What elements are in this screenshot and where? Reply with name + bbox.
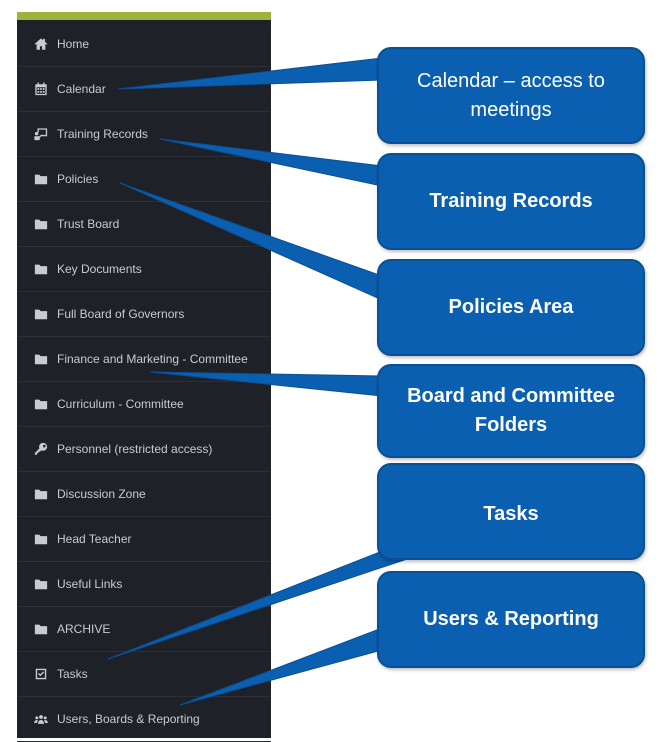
sidebar-item-label: Policies bbox=[57, 172, 99, 186]
training-records-icon bbox=[33, 126, 49, 142]
key-icon bbox=[33, 441, 49, 457]
sidebar-item-label: Training Records bbox=[57, 127, 148, 141]
sidebar-item-curriculum-committee[interactable]: Curriculum - Committee bbox=[17, 382, 271, 427]
sidebar-item-useful-links[interactable]: Useful Links bbox=[17, 562, 271, 607]
sidebar-menu: Home Calendar Training Records Policies … bbox=[17, 22, 271, 742]
sidebar-item-label: ARCHIVE bbox=[57, 622, 111, 636]
sidebar-item-label: Calendar bbox=[57, 82, 106, 96]
callout-users-reporting: Users & Reporting bbox=[377, 571, 645, 668]
sidebar-item-users-boards-reporting[interactable]: Users, Boards & Reporting bbox=[17, 697, 271, 742]
folder-icon bbox=[33, 171, 49, 187]
folder-icon bbox=[33, 261, 49, 277]
callout-training-records: Training Records bbox=[377, 153, 645, 250]
sidebar-item-tasks[interactable]: Tasks bbox=[17, 652, 271, 697]
sidebar-item-home[interactable]: Home bbox=[17, 22, 271, 67]
callout-calendar: Calendar – access to meetings bbox=[377, 47, 645, 144]
sidebar-item-label: Finance and Marketing - Committee bbox=[57, 352, 248, 366]
sidebar-item-personnel[interactable]: Personnel (restricted access) bbox=[17, 427, 271, 472]
sidebar-accent-bar bbox=[17, 12, 271, 20]
folder-icon bbox=[33, 351, 49, 367]
sidebar-item-discussion-zone[interactable]: Discussion Zone bbox=[17, 472, 271, 517]
checkbox-icon bbox=[33, 666, 49, 682]
sidebar-item-label: Home bbox=[57, 37, 90, 51]
home-icon bbox=[33, 36, 49, 52]
folder-icon bbox=[33, 306, 49, 322]
folder-icon bbox=[33, 621, 49, 637]
folder-icon bbox=[33, 576, 49, 592]
folder-icon bbox=[33, 531, 49, 547]
sidebar-item-label: Users, Boards & Reporting bbox=[57, 712, 200, 726]
sidebar-item-label: Head Teacher bbox=[57, 532, 132, 546]
sidebar-item-label: Key Documents bbox=[57, 262, 142, 276]
sidebar-item-label: Useful Links bbox=[57, 577, 123, 591]
sidebar-item-label: Full Board of Governors bbox=[57, 307, 185, 321]
callout-tasks: Tasks bbox=[377, 463, 645, 560]
callout-policies-area: Policies Area bbox=[377, 259, 645, 356]
sidebar-item-label: Personnel (restricted access) bbox=[57, 442, 213, 456]
users-icon bbox=[33, 711, 49, 727]
folder-icon bbox=[33, 216, 49, 232]
sidebar: Home Calendar Training Records Policies … bbox=[17, 12, 271, 742]
folder-icon bbox=[33, 396, 49, 412]
sidebar-item-head-teacher[interactable]: Head Teacher bbox=[17, 517, 271, 562]
sidebar-item-label: Discussion Zone bbox=[57, 487, 146, 501]
callout-board-committee-folders: Board and Committee Folders bbox=[377, 364, 645, 458]
sidebar-item-policies[interactable]: Policies bbox=[17, 157, 271, 202]
calendar-icon bbox=[33, 81, 49, 97]
sidebar-item-calendar[interactable]: Calendar bbox=[17, 67, 271, 112]
sidebar-item-finance-and-marketing-committee[interactable]: Finance and Marketing - Committee bbox=[17, 337, 271, 382]
folder-icon bbox=[33, 486, 49, 502]
sidebar-item-trust-board[interactable]: Trust Board bbox=[17, 202, 271, 247]
sidebar-item-training-records[interactable]: Training Records bbox=[17, 112, 271, 157]
sidebar-item-label: Tasks bbox=[57, 667, 88, 681]
sidebar-item-label: Curriculum - Committee bbox=[57, 397, 184, 411]
sidebar-item-label: Trust Board bbox=[57, 217, 120, 231]
sidebar-item-full-board-of-governors[interactable]: Full Board of Governors bbox=[17, 292, 271, 337]
sidebar-item-key-documents[interactable]: Key Documents bbox=[17, 247, 271, 292]
sidebar-item-archive[interactable]: ARCHIVE bbox=[17, 607, 271, 652]
